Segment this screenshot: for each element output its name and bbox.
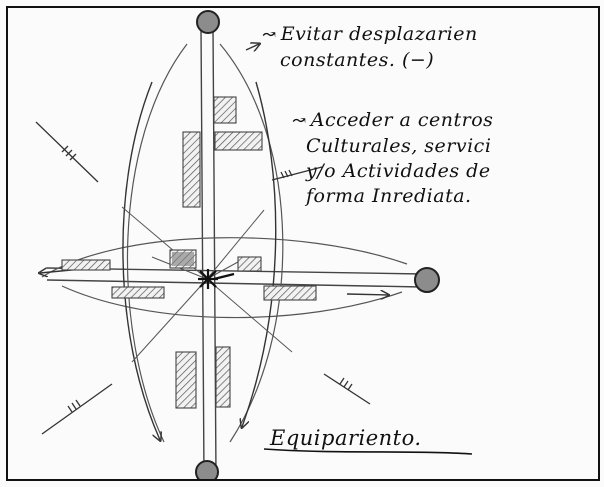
note-2-line-1: Acceder a centros: [310, 109, 494, 131]
curved-arrow-icon: ↝: [292, 111, 307, 131]
sketch-diagram: [35, 10, 473, 479]
sketch-frame: ↝Evitar desplazarien constantes. (−) ↝Ac…: [6, 6, 600, 481]
diagram-title: Equipariento.: [270, 426, 422, 450]
node-north: [196, 10, 220, 34]
note-2-line-2: Culturales, servici: [306, 135, 492, 157]
note-2: ↝Acceder a centros Culturales, servici y…: [292, 108, 493, 209]
title-underline: [263, 448, 473, 455]
note-2-line-4: forma Inrediata.: [306, 185, 472, 207]
note-1: ↝Evitar desplazarien constantes. (−): [262, 22, 478, 73]
node-east: [414, 267, 440, 293]
note-2-line-3: y/o Actividades de: [306, 160, 491, 182]
horizontal-road: [46, 267, 423, 288]
note-1-line-1: Evitar desplazarien: [280, 23, 478, 45]
central-dark-block: [172, 252, 194, 266]
diagonal-tick-lines: [35, 121, 371, 435]
road-end-nodes: [195, 10, 440, 479]
building-blocks: [61, 96, 317, 409]
note-1-line-2: constantes. (−): [280, 49, 435, 71]
star-icon: [198, 269, 235, 289]
node-south: [195, 460, 219, 479]
vertical-road: [200, 26, 217, 478]
curved-arrow-icon: ↝: [262, 25, 277, 45]
